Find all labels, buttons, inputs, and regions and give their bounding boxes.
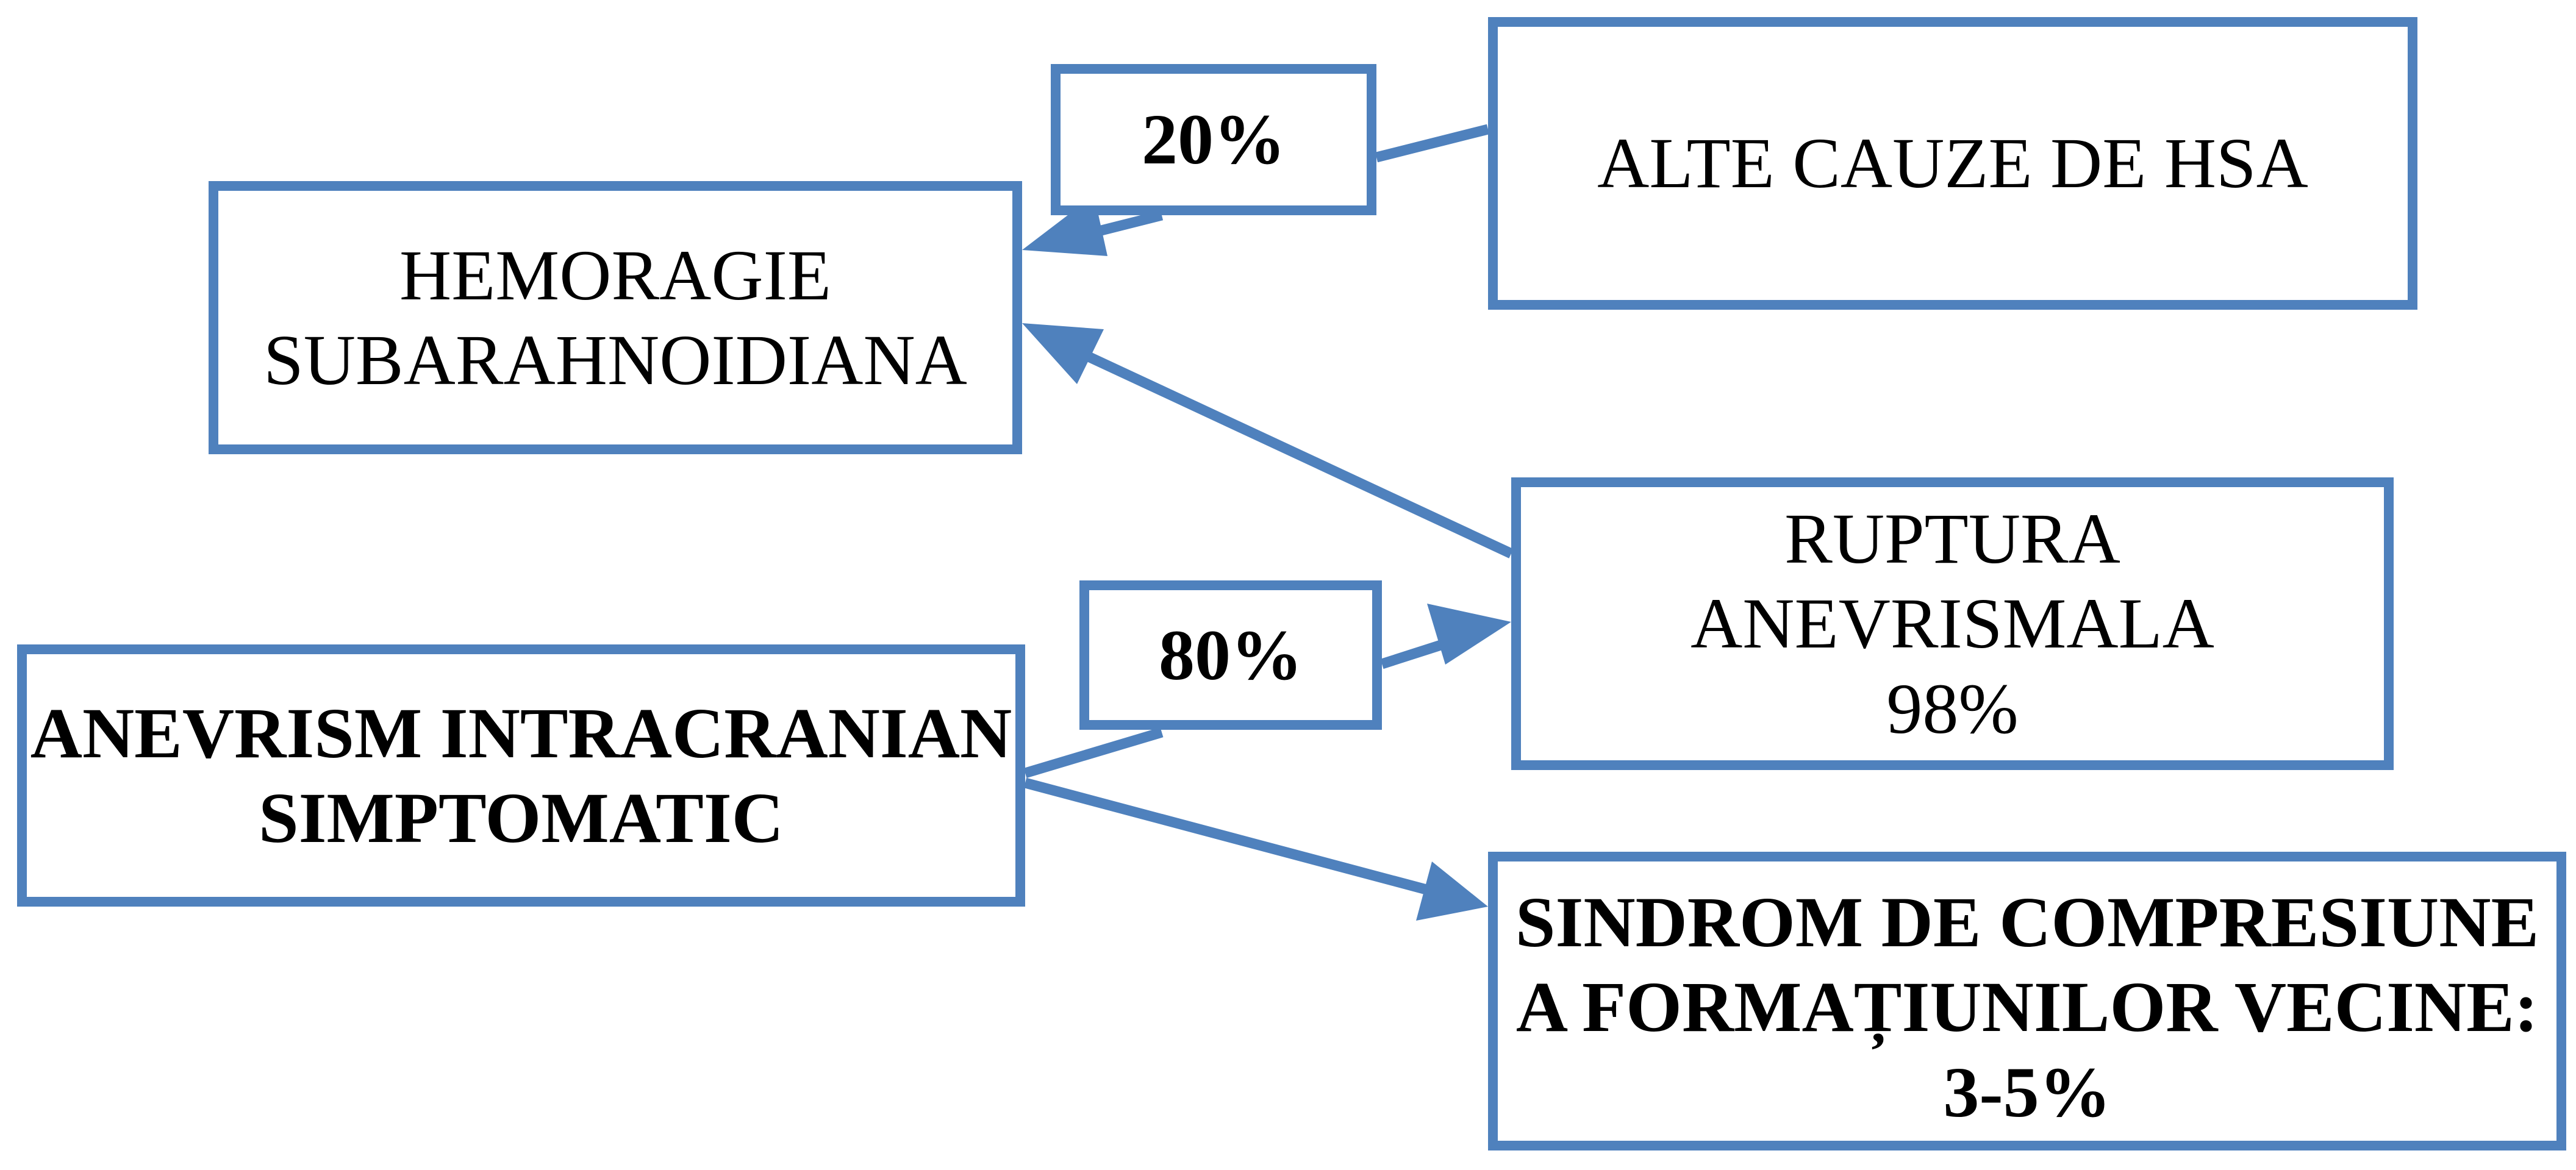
arrowhead-to-ruptura [1427, 604, 1511, 665]
connector-alte-to-20 [1375, 124, 1490, 163]
node-anevrism-intracranian: ANEVRISM INTRACRANIAN SIMPTOMATIC [17, 644, 1025, 907]
node-hemoragie-subarahnoidiana: HEMORAGIE SUBARAHNOIDIANA [209, 181, 1022, 454]
node-sindrom-compresiune: SINDROM DE COMPRESIUNE A FORMAȚIUNILOR V… [1488, 852, 2566, 1150]
percentage-80-label: 80% [1159, 615, 1303, 695]
percentage-20-label: 20% [1142, 99, 1286, 180]
percentage-80-box: 80% [1079, 580, 1382, 730]
node-ruptura-line1: RUPTURA [1784, 499, 2120, 579]
node-alte-cauze-label: ALTE CAUZE DE HSA [1597, 123, 2308, 204]
connector-ruptura-to-hemoragie [1068, 343, 1514, 558]
arrowhead-to-hemoragie-middle [1022, 323, 1104, 384]
node-ruptura-line3: 98% [1886, 668, 2019, 749]
node-hemoragie-line2: SUBARAHNOIDIANA [263, 320, 967, 400]
connector-anevrism-to-80 [1023, 727, 1164, 779]
percentage-20-box: 20% [1051, 64, 1376, 215]
node-anevrism-line2: SIMPTOMATIC [258, 778, 784, 858]
node-hemoragie-line1: HEMORAGIE [399, 235, 831, 315]
node-ruptura-line2: ANEVRISMALA [1690, 583, 2214, 664]
node-ruptura-anevrismala: RUPTURA ANEVRISMALA 98% [1511, 477, 2394, 770]
node-anevrism-line1: ANEVRISM INTRACRANIAN [30, 693, 1012, 773]
node-sindrom-line2: A FORMAȚIUNILOR VECINE: [1515, 967, 2539, 1047]
node-alte-cauze: ALTE CAUZE DE HSA [1488, 17, 2417, 310]
connector-anevrism-to-sindrom [1023, 777, 1444, 899]
node-sindrom-line3: 3-5% [1943, 1052, 2111, 1132]
arrowhead-to-sindrom [1416, 861, 1488, 921]
node-sindrom-line1: SINDROM DE COMPRESIUNE [1515, 882, 2539, 963]
